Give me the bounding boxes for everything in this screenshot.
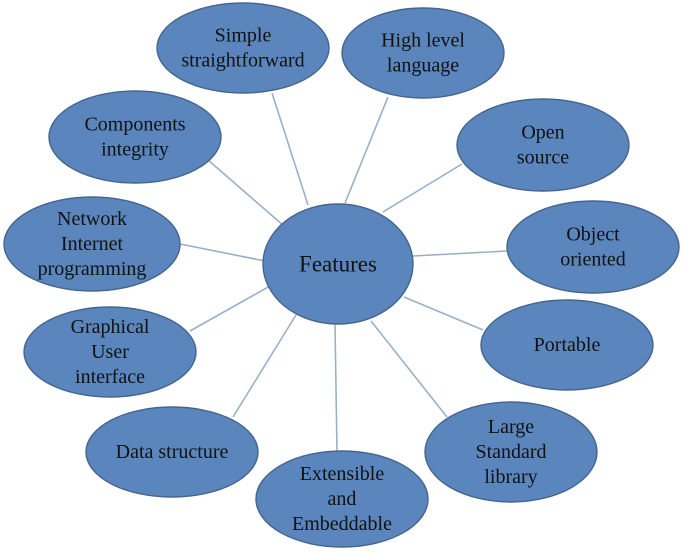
connector-large-standard-library [370, 320, 448, 418]
bubble-label-high-level: High level [381, 30, 465, 52]
bubble-label-large-standard-library: library [484, 466, 537, 488]
bubble-simple: Simple straightforward [156, 2, 330, 94]
bubble-label-gui: interface [75, 366, 145, 388]
bubble-shape-high-level [341, 7, 505, 99]
bubble-label-large-standard-library: Large [488, 416, 534, 438]
bubble-shape-object-oriented [506, 200, 680, 294]
bubble-shape-portable [480, 299, 654, 391]
bubble-shape-components [48, 90, 222, 184]
bubble-portable: Portable [480, 299, 654, 391]
bubble-label-network: programming [38, 258, 147, 280]
bubble-label-extensible: Extensible [300, 463, 385, 485]
bubble-label-data-structure: Data structure [116, 441, 229, 463]
bubble-label-object-oriented: oriented [560, 249, 626, 271]
center-bubble-features: Features [262, 203, 414, 325]
connector-data-structure [232, 314, 297, 418]
connector-high-level [344, 96, 389, 204]
bubble-label-portable: Portable [534, 334, 601, 356]
bubble-label-open-source: Open [521, 122, 564, 144]
connector-lines [179, 92, 508, 452]
feature-bubbles: Simple straightforward High level languageO… [3, 2, 680, 548]
connector-simple [271, 92, 309, 206]
bubble-shape-open-source [456, 98, 630, 192]
connector-open-source [382, 163, 463, 213]
connector-gui [189, 285, 271, 332]
center-bubble-label: Features [299, 252, 377, 277]
bubble-label-gui: Graphical [71, 316, 150, 338]
bubble-label-object-oriented: Object [566, 224, 620, 246]
bubble-components: Components integrity [48, 90, 222, 184]
bubble-data-structure: Data structure [85, 406, 259, 498]
bubble-label-extensible: Embeddable [292, 513, 392, 535]
connector-object-oriented [412, 250, 508, 257]
bubble-label-open-source: source [517, 147, 569, 169]
bubble-high-level: High level language [341, 7, 505, 99]
bubble-label-simple: Simple [215, 25, 272, 47]
bubble-shape-large-standard-library [424, 401, 598, 503]
bubble-shape-network [3, 196, 181, 292]
bubble-label-gui: User [91, 341, 129, 363]
bubble-shape-gui [23, 306, 197, 398]
bubble-shape-data-structure [85, 406, 259, 498]
bubble-label-simple: straightforward [181, 50, 304, 72]
bubble-label-high-level: language [387, 55, 459, 77]
bubble-label-network: Network [57, 208, 127, 230]
bubble-shape-extensible [255, 450, 429, 548]
bubble-label-components: Components [84, 114, 185, 136]
center-bubble-shape [262, 203, 414, 325]
bubble-label-components: integrity [101, 139, 169, 161]
bubble-label-network: Internet [61, 233, 124, 255]
bubble-object-oriented: Object oriented [506, 200, 680, 294]
connector-portable [403, 296, 484, 331]
bubble-shape-simple [156, 2, 330, 94]
connector-components [207, 159, 285, 227]
bubble-label-extensible: and [328, 488, 357, 510]
bubble-open-source: Open source [456, 98, 630, 192]
connector-extensible [334, 323, 338, 452]
connector-network [179, 243, 266, 262]
bubble-label-large-standard-library: Standard [475, 441, 546, 463]
